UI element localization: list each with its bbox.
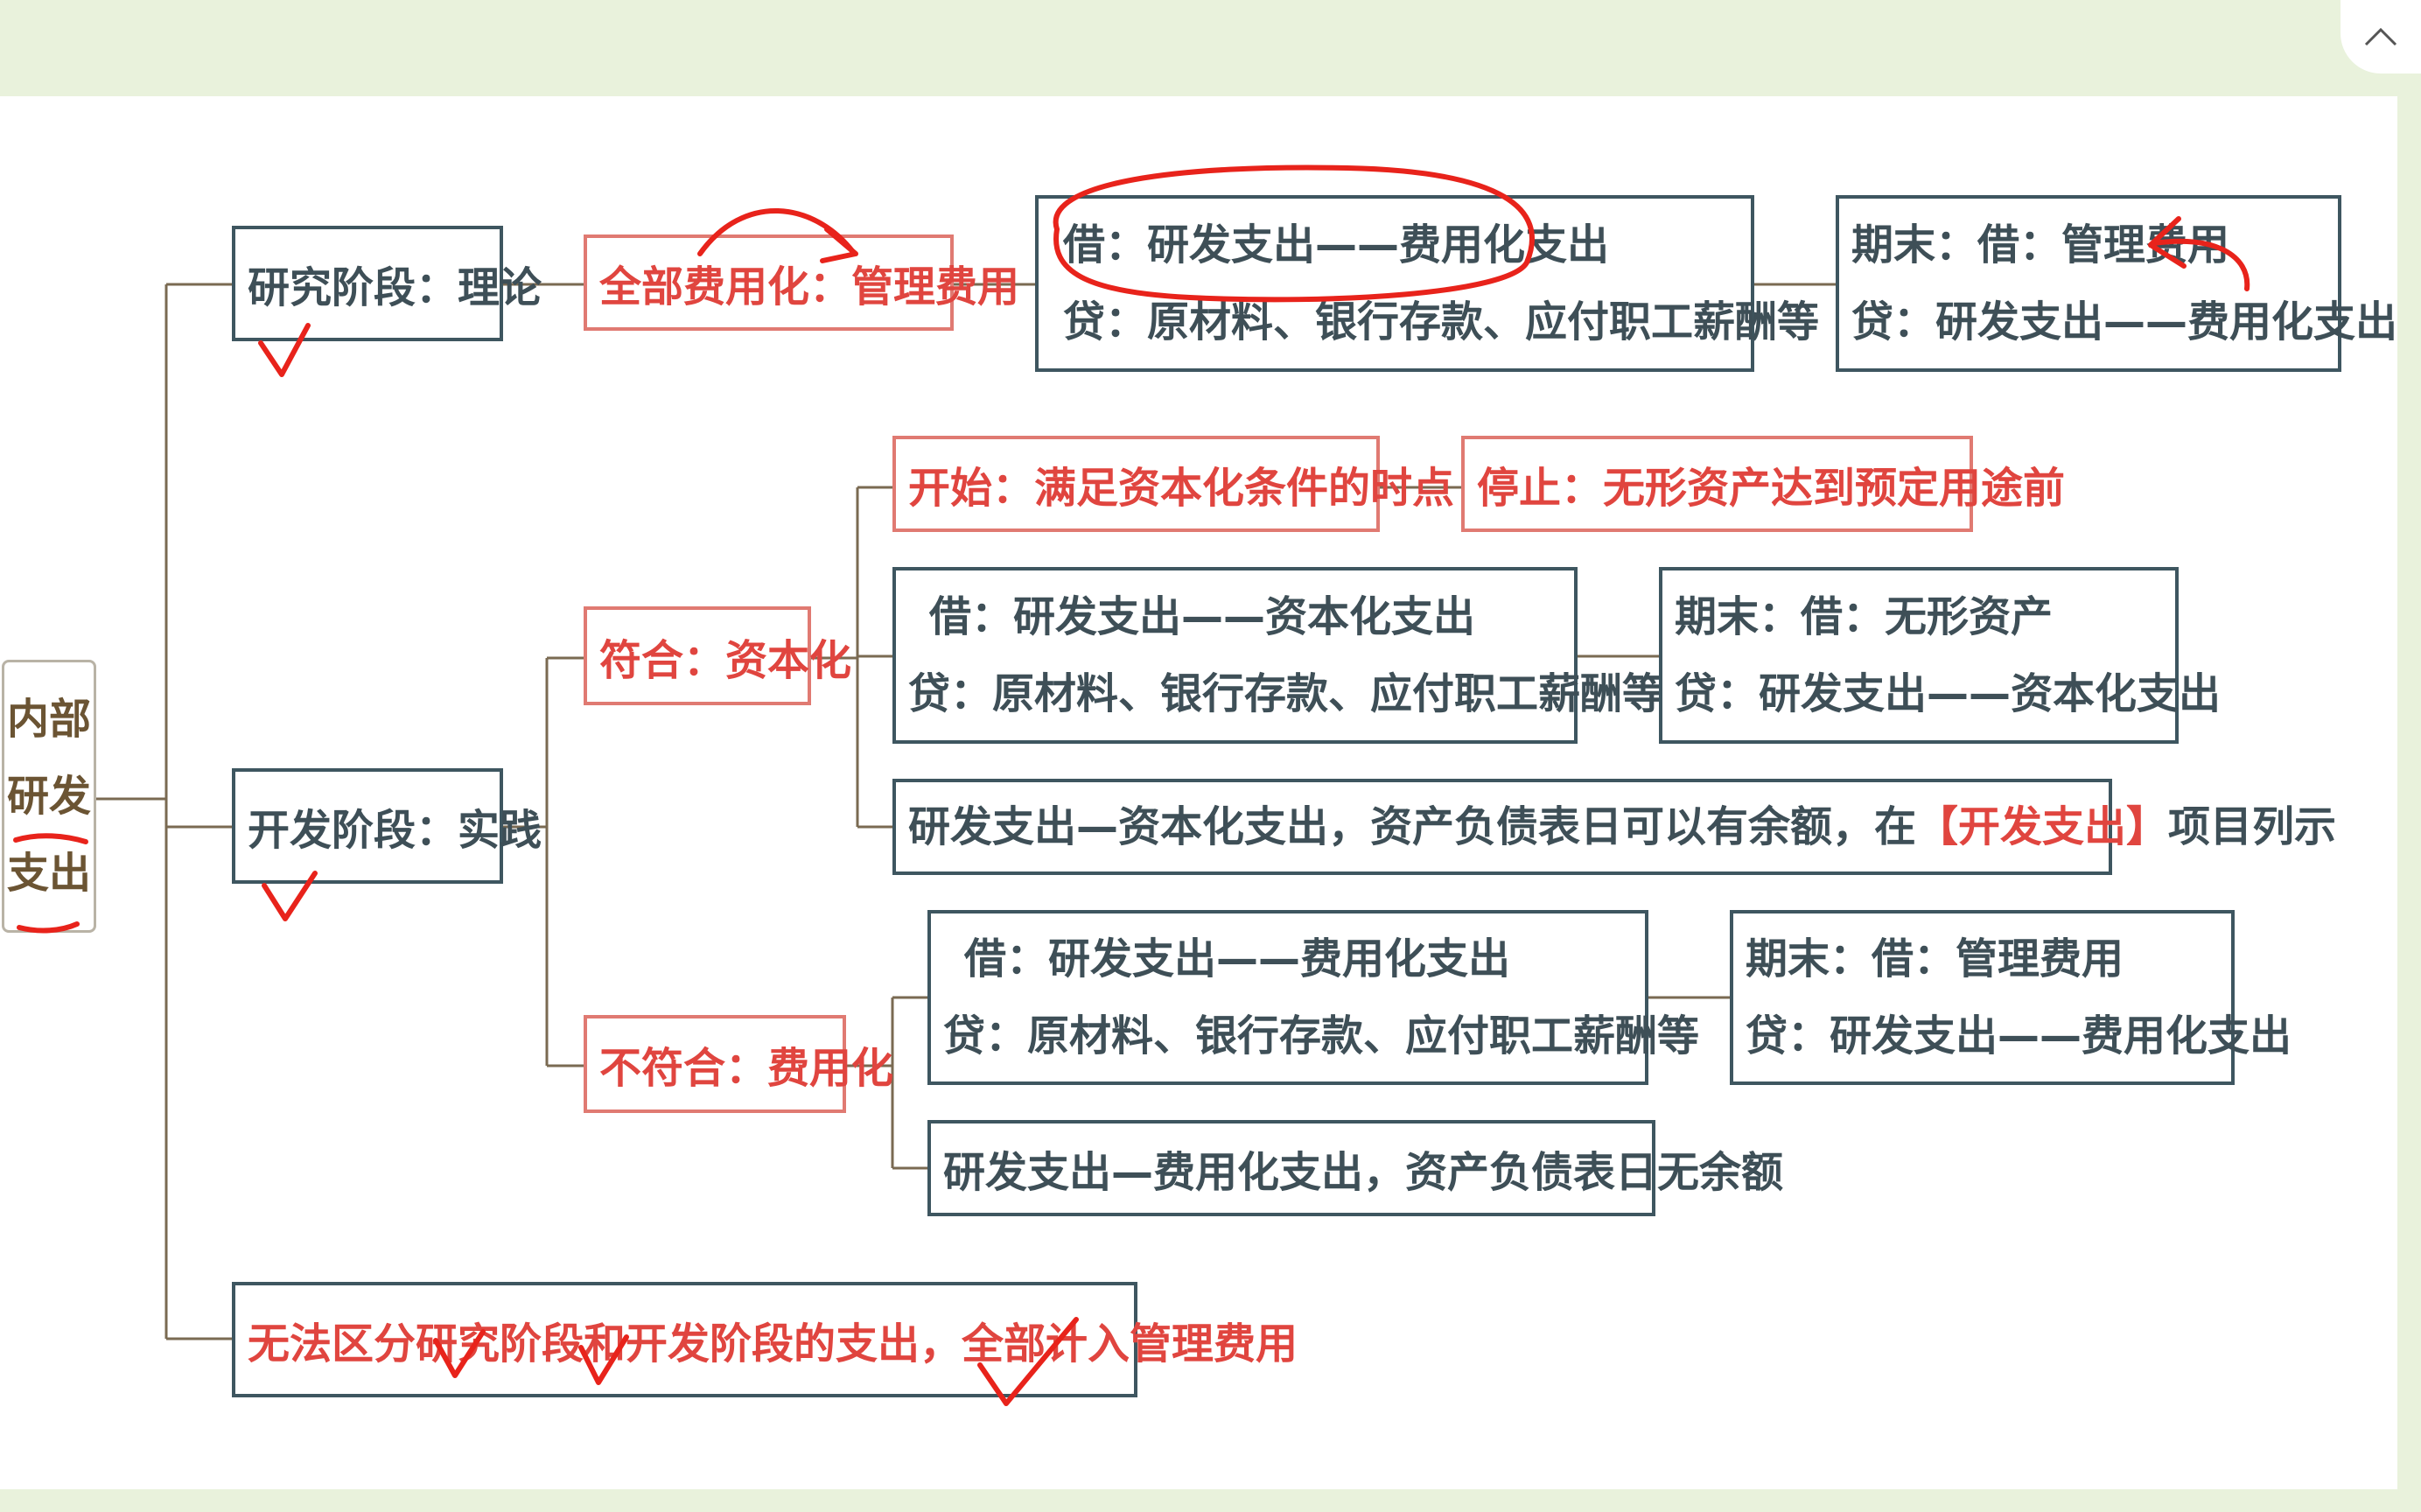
expensing-node: 不符合：费用化 [584,1015,894,1113]
expensing-closing-node: 期末：借：管理费用 贷：研发支出——费用化支出 [1730,910,2292,1085]
capitalization-closing-credit: 贷：研发支出——资本化支出 [1675,669,2222,718]
expensing-note-text: 研发支出—费用化支出，资产负债表日无余额 [943,1148,1784,1197]
research-closing-debit: 期末：借：管理费用 [1851,220,2230,270]
capitalization-label: 符合：资本化 [599,635,852,685]
capitalization-entry-credit: 贷：原材料、银行存款、应付职工薪酬等 [908,669,1665,718]
capitalization-node: 符合：资本化 [584,606,852,705]
capitalization-note-text: 研发支出—资本化支出，资产负债表日可以有余额，在 [908,802,1917,851]
expensing-entry-credit: 贷：原材料、银行存款、应付职工薪酬等 [943,1012,1700,1060]
expensing-entry-debit: 借：研发支出——费用化支出 [964,934,1511,984]
capitalization-note-tail: 项目列示 [2168,802,2337,851]
research-treatment-label: 全部费用化：管理费用 [599,262,1020,312]
research-entry-debit: 借：研发支出——费用化支出 [1063,220,1610,270]
expensing-note-node: 研发支出—费用化支出，资产负债表日无余额 [927,1120,1784,1216]
capitalization-closing-debit: 期末：借：无形资产 [1675,592,2054,641]
research-entry-node: 借：研发支出——费用化支出 贷：原材料、银行存款、应付职工薪酬等 [1035,195,1820,372]
research-treatment-node: 全部费用化：管理费用 [584,234,1020,331]
chevron-up-icon [2364,27,2397,46]
bottom-bar [0,1489,2421,1512]
capitalization-closing-node: 期末：借：无形资产 贷：研发支出——资本化支出 [1659,567,2222,744]
collapse-button[interactable] [2341,0,2421,74]
capitalization-start-label: 开始：满足资本化条件的时点 [908,464,1455,513]
research-stage-label: 研究阶段：理论 [248,263,542,312]
root-line-3: 支出 [6,849,91,898]
indistinguishable-label: 无法区分研究阶段和开发阶段的支出，全部计入管理费用 [248,1320,1298,1368]
capitalization-start-node: 开始：满足资本化条件的时点 [892,436,1455,532]
research-closing-credit: 贷：研发支出——费用化支出 [1851,298,2398,346]
indistinguishable-node: 无法区分研究阶段和开发阶段的支出，全部计入管理费用 [232,1282,1298,1397]
root-node: 内部 研发 支出 [2,660,96,933]
root-line-1: 内部 [6,695,91,744]
capitalization-entry-debit: 借：研发支出——资本化支出 [929,592,1476,641]
research-stage-node: 研究阶段：理论 [232,226,542,341]
development-stage-label: 开发阶段：实践 [248,806,542,855]
development-stage-node: 开发阶段：实践 [232,768,542,884]
expensing-closing-debit: 期末：借：管理费用 [1746,934,2124,984]
root-line-2: 研发 [6,772,91,821]
expensing-closing-credit: 贷：研发支出——费用化支出 [1746,1012,2292,1060]
expensing-entry-node: 借：研发支出——费用化支出 贷：原材料、银行存款、应付职工薪酬等 [927,910,1700,1085]
top-bar [0,0,2421,96]
capitalization-note-node: 研发支出—资本化支出，资产负债表日可以有余额，在【开发支出】项目列示 [892,779,2336,875]
research-entry-credit: 贷：原材料、银行存款、应付职工薪酬等 [1063,298,1820,346]
capitalization-stop-label: 停止：无形资产达到预定用途前 [1477,464,2066,513]
expensing-label: 不符合：费用化 [599,1044,894,1093]
capitalization-entry-node: 借：研发支出——资本化支出 贷：原材料、银行存款、应付职工薪酬等 [892,567,1665,744]
research-closing-node: 期末：借：管理费用 贷：研发支出——费用化支出 [1836,195,2398,372]
capitalization-note-highlight: 【开发支出】 [1916,802,2169,851]
capitalization-stop-node: 停止：无形资产达到预定用途前 [1461,436,2066,532]
